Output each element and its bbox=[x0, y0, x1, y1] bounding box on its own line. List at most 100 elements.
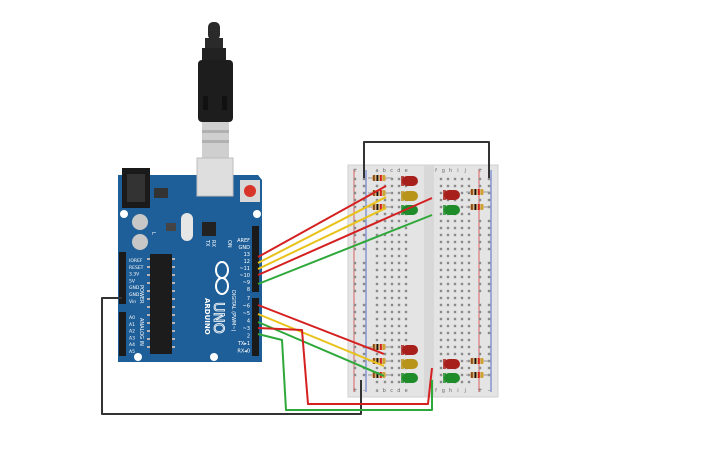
breadboard-hole[interactable] bbox=[383, 331, 387, 335]
breadboard-hole[interactable] bbox=[453, 268, 457, 272]
breadboard-hole[interactable] bbox=[397, 296, 401, 300]
breadboard-hole[interactable] bbox=[362, 373, 366, 377]
breadboard-hole[interactable] bbox=[446, 345, 450, 349]
breadboard-hole[interactable] bbox=[487, 198, 491, 202]
breadboard-hole[interactable] bbox=[478, 184, 482, 188]
breadboard-hole[interactable] bbox=[404, 233, 408, 237]
breadboard-hole[interactable] bbox=[460, 303, 464, 307]
breadboard-hole[interactable] bbox=[478, 268, 482, 272]
breadboard-hole[interactable] bbox=[383, 240, 387, 244]
breadboard-hole[interactable] bbox=[460, 373, 464, 377]
breadboard-hole[interactable] bbox=[362, 359, 366, 363]
breadboard-hole[interactable] bbox=[467, 310, 471, 314]
breadboard-hole[interactable] bbox=[362, 177, 366, 181]
breadboard-hole[interactable] bbox=[439, 324, 443, 328]
breadboard-hole[interactable] bbox=[404, 254, 408, 258]
breadboard-hole[interactable] bbox=[439, 254, 443, 258]
breadboard-hole[interactable] bbox=[375, 338, 379, 342]
breadboard-hole[interactable] bbox=[353, 317, 357, 321]
breadboard-hole[interactable] bbox=[375, 317, 379, 321]
breadboard-hole[interactable] bbox=[397, 317, 401, 321]
breadboard-hole[interactable] bbox=[487, 352, 491, 356]
breadboard-hole[interactable] bbox=[404, 261, 408, 265]
breadboard-hole[interactable] bbox=[478, 352, 482, 356]
breadboard-hole[interactable] bbox=[446, 331, 450, 335]
breadboard-hole[interactable] bbox=[353, 226, 357, 230]
wire-green-pin9[interactable] bbox=[257, 214, 433, 285]
breadboard-hole[interactable] bbox=[404, 324, 408, 328]
breadboard-hole[interactable] bbox=[487, 345, 491, 349]
breadboard-hole[interactable] bbox=[478, 303, 482, 307]
breadboard-hole[interactable] bbox=[353, 261, 357, 265]
breadboard-hole[interactable] bbox=[460, 275, 464, 279]
breadboard-hole[interactable] bbox=[404, 268, 408, 272]
breadboard-hole[interactable] bbox=[446, 352, 450, 356]
breadboard-hole[interactable] bbox=[460, 317, 464, 321]
breadboard-hole[interactable] bbox=[487, 177, 491, 181]
breadboard-hole[interactable] bbox=[487, 317, 491, 321]
breadboard-hole[interactable] bbox=[375, 352, 379, 356]
breadboard-hole[interactable] bbox=[404, 275, 408, 279]
breadboard-hole[interactable] bbox=[390, 212, 394, 216]
breadboard-hole[interactable] bbox=[362, 205, 366, 209]
breadboard-hole[interactable] bbox=[375, 247, 379, 251]
led-green[interactable] bbox=[401, 373, 418, 383]
breadboard-hole[interactable] bbox=[439, 380, 443, 384]
breadboard-hole[interactable] bbox=[353, 184, 357, 188]
breadboard-hole[interactable] bbox=[353, 177, 357, 181]
breadboard-hole[interactable] bbox=[478, 275, 482, 279]
breadboard-hole[interactable] bbox=[478, 261, 482, 265]
breadboard-hole[interactable] bbox=[397, 380, 401, 384]
breadboard-hole[interactable] bbox=[375, 324, 379, 328]
resistor[interactable] bbox=[466, 358, 490, 364]
breadboard-hole[interactable] bbox=[460, 289, 464, 293]
breadboard-hole[interactable] bbox=[375, 219, 379, 223]
resistor[interactable] bbox=[466, 204, 490, 210]
breadboard-hole[interactable] bbox=[439, 191, 443, 195]
breadboard-hole[interactable] bbox=[467, 275, 471, 279]
breadboard-hole[interactable] bbox=[375, 366, 379, 370]
breadboard-hole[interactable] bbox=[453, 219, 457, 223]
resistor[interactable] bbox=[368, 204, 392, 210]
breadboard-hole[interactable] bbox=[383, 275, 387, 279]
breadboard-hole[interactable] bbox=[467, 366, 471, 370]
breadboard-hole[interactable] bbox=[375, 233, 379, 237]
breadboard-hole[interactable] bbox=[397, 338, 401, 342]
breadboard-hole[interactable] bbox=[453, 254, 457, 258]
breadboard-hole[interactable] bbox=[390, 296, 394, 300]
breadboard-hole[interactable] bbox=[390, 282, 394, 286]
breadboard-hole[interactable] bbox=[460, 352, 464, 356]
breadboard-hole[interactable] bbox=[446, 338, 450, 342]
breadboard-hole[interactable] bbox=[453, 275, 457, 279]
breadboard-hole[interactable] bbox=[375, 282, 379, 286]
breadboard-hole[interactable] bbox=[478, 226, 482, 230]
breadboard-hole[interactable] bbox=[478, 366, 482, 370]
breadboard-hole[interactable] bbox=[467, 233, 471, 237]
breadboard-hole[interactable] bbox=[460, 380, 464, 384]
breadboard-hole[interactable] bbox=[467, 191, 471, 195]
breadboard-hole[interactable] bbox=[390, 219, 394, 223]
breadboard-hole[interactable] bbox=[453, 233, 457, 237]
breadboard-hole[interactable] bbox=[439, 317, 443, 321]
breadboard-hole[interactable] bbox=[404, 282, 408, 286]
breadboard-hole[interactable] bbox=[383, 380, 387, 384]
breadboard-hole[interactable] bbox=[362, 352, 366, 356]
breadboard-hole[interactable] bbox=[375, 275, 379, 279]
breadboard-hole[interactable] bbox=[460, 338, 464, 342]
breadboard-hole[interactable] bbox=[383, 366, 387, 370]
breadboard-hole[interactable] bbox=[383, 310, 387, 314]
breadboard-hole[interactable] bbox=[383, 289, 387, 293]
breadboard-hole[interactable] bbox=[390, 233, 394, 237]
wire-black-top-bridge[interactable] bbox=[363, 141, 490, 178]
breadboard-hole[interactable] bbox=[446, 275, 450, 279]
breadboard-hole[interactable] bbox=[390, 226, 394, 230]
breadboard-hole[interactable] bbox=[453, 303, 457, 307]
breadboard-hole[interactable] bbox=[460, 359, 464, 363]
resistor[interactable] bbox=[368, 175, 392, 181]
breadboard-hole[interactable] bbox=[487, 191, 491, 195]
breadboard-hole[interactable] bbox=[397, 275, 401, 279]
breadboard-hole[interactable] bbox=[446, 289, 450, 293]
breadboard-hole[interactable] bbox=[397, 219, 401, 223]
breadboard-hole[interactable] bbox=[446, 184, 450, 188]
wire-red-pin6[interactable] bbox=[257, 304, 385, 355]
